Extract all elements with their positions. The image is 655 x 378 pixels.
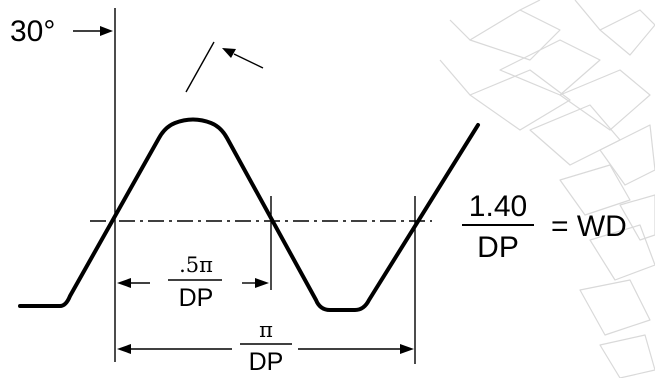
half-pitch-arrow-right bbox=[255, 278, 269, 288]
working-depth-numerator: 1.40 bbox=[469, 190, 527, 223]
working-depth-denominator: DP bbox=[477, 231, 519, 264]
angle-label: 30° bbox=[10, 15, 55, 48]
full-pitch-arrow-right bbox=[400, 344, 414, 354]
gear-watermark bbox=[439, 0, 655, 378]
full-pitch-arrow-left bbox=[117, 344, 131, 354]
flank-angle-arrow-shaft bbox=[233, 53, 264, 69]
flank-angle-line bbox=[185, 41, 215, 93]
full-pitch-denominator: DP bbox=[249, 348, 284, 376]
half-pitch-numerator: .5π bbox=[179, 253, 213, 277]
half-pitch-denominator: DP bbox=[179, 284, 214, 312]
flank-angle-arrow-head bbox=[222, 48, 236, 58]
working-depth-equals: = WD bbox=[551, 210, 627, 243]
tooth-profile bbox=[18, 117, 480, 312]
angle-arrow-head bbox=[100, 26, 113, 36]
full-pitch-numerator: π bbox=[259, 318, 273, 342]
half-pitch-arrow-left bbox=[117, 278, 131, 288]
